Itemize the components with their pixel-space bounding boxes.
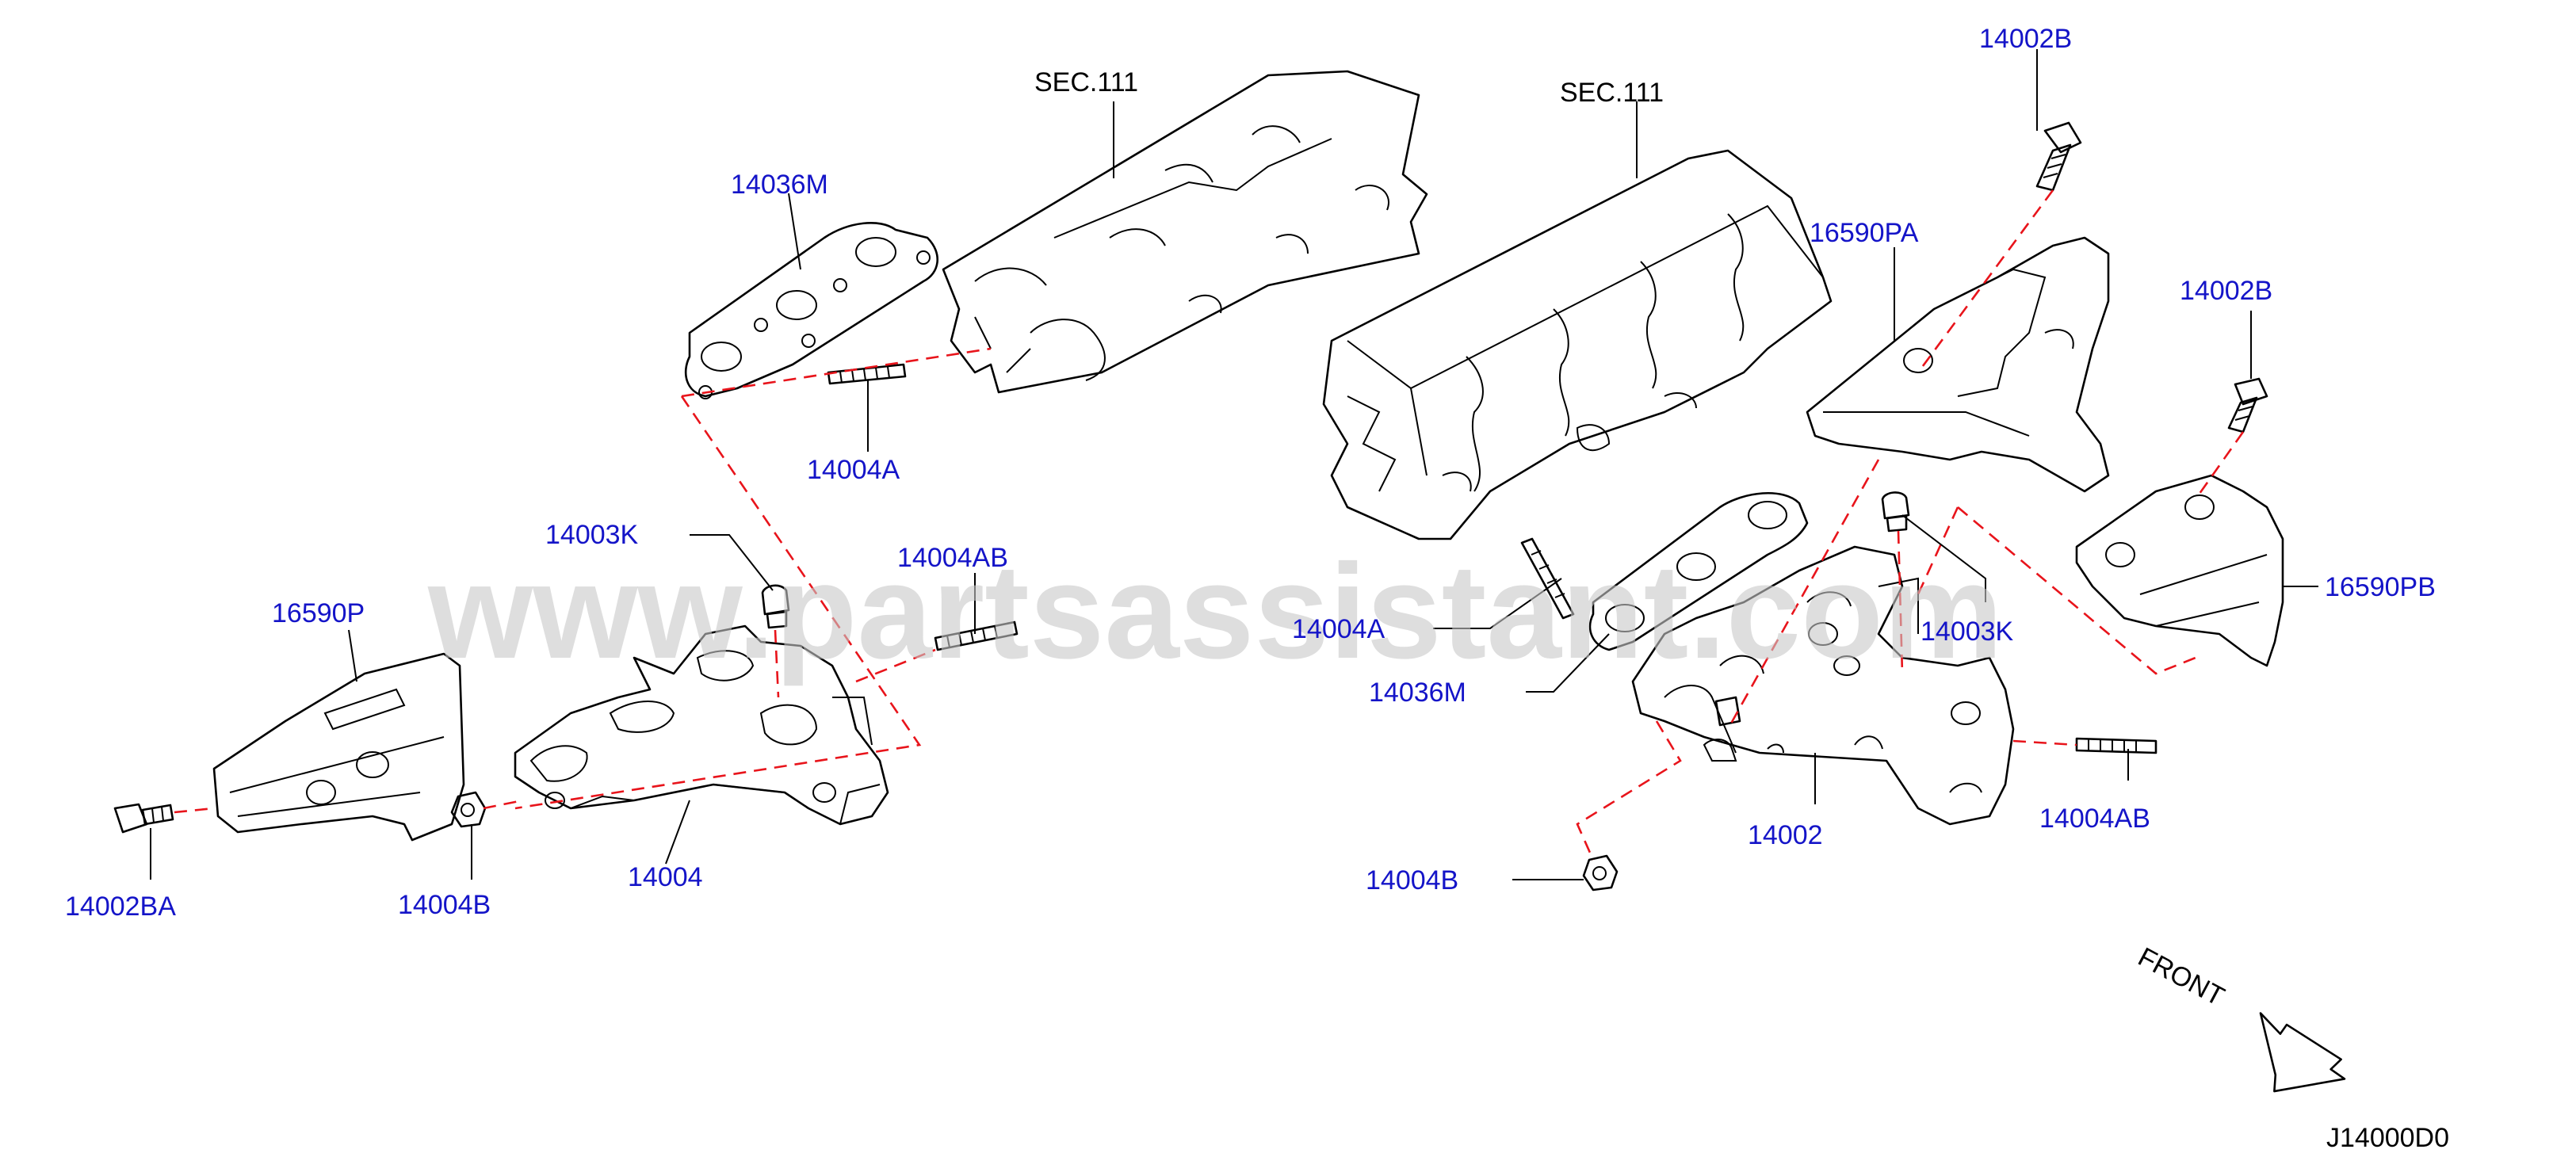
label-sec111-left[interactable]: SEC.111: [1034, 67, 1138, 97]
label-14002BA[interactable]: 14002BA: [65, 892, 176, 922]
stud-14004A-right: [1520, 537, 1575, 620]
exhaust-manifold-14004: [514, 624, 889, 826]
bolt-14002BA: [113, 803, 174, 834]
label-16590P[interactable]: 16590P: [272, 598, 365, 628]
diagram-code: J14000D0: [2326, 1123, 2449, 1153]
callout-labels: SEC.111 SEC.111 14036M 14004A 14003K 140…: [65, 24, 2449, 1153]
label-14003K-right[interactable]: 14003K: [1921, 617, 2014, 647]
label-14002B-right[interactable]: 14002B: [2180, 276, 2272, 306]
label-14002[interactable]: 14002: [1748, 820, 1823, 850]
nut-14004B-left: [450, 791, 487, 828]
bolt-14002B-top: [2035, 121, 2082, 192]
stud-14004AB-right: [2075, 737, 2157, 754]
label-14004B-right[interactable]: 14004B: [1366, 865, 1458, 895]
leader-lines: [150, 49, 2318, 880]
heat-shield-16590PB: [2075, 474, 2284, 667]
label-16590PA[interactable]: 16590PA: [1810, 218, 1919, 248]
label-14036M-right[interactable]: 14036M: [1369, 678, 1466, 708]
label-14004AB-left[interactable]: 14004AB: [897, 543, 1008, 573]
label-14004A-right[interactable]: 14004A: [1292, 614, 1385, 644]
nut-14004B-right: [1582, 854, 1619, 892]
bolt-14003K-left: [761, 584, 790, 629]
alignment-lines: [174, 189, 2245, 861]
gasket-14036M-left: [684, 222, 939, 399]
exhaust-manifold-14002: [1631, 545, 2015, 826]
watermark-text: www.partsassistant.com: [427, 536, 2003, 687]
label-16590PB[interactable]: 16590PB: [2325, 572, 2436, 602]
label-sec111-right[interactable]: SEC.111: [1560, 78, 1664, 108]
heat-shield-16590P: [212, 652, 465, 842]
bolt-14003K-right: [1881, 491, 1910, 533]
label-14002B-top[interactable]: 14002B: [1979, 24, 2072, 54]
cylinder-head-right: [1322, 149, 1833, 540]
heat-shield-16590PA: [1806, 236, 2110, 493]
label-14036M-left[interactable]: 14036M: [731, 170, 828, 200]
gasket-14036M-right: [1588, 491, 1809, 651]
stud-14004AB-left: [934, 620, 1019, 651]
label-front: FRONT: [2133, 942, 2229, 1013]
label-14004AB-right[interactable]: 14004AB: [2039, 804, 2150, 834]
stud-14004A-left: [827, 363, 907, 385]
label-14004A-left[interactable]: 14004A: [807, 455, 900, 485]
cylinder-head-left: [942, 70, 1428, 394]
front-direction-arrow: [2259, 1012, 2346, 1093]
label-14004B-left[interactable]: 14004B: [398, 890, 491, 920]
label-14003K-left[interactable]: 14003K: [545, 520, 639, 550]
label-14004[interactable]: 14004: [628, 862, 703, 892]
bolt-14002B-right: [2227, 377, 2268, 433]
